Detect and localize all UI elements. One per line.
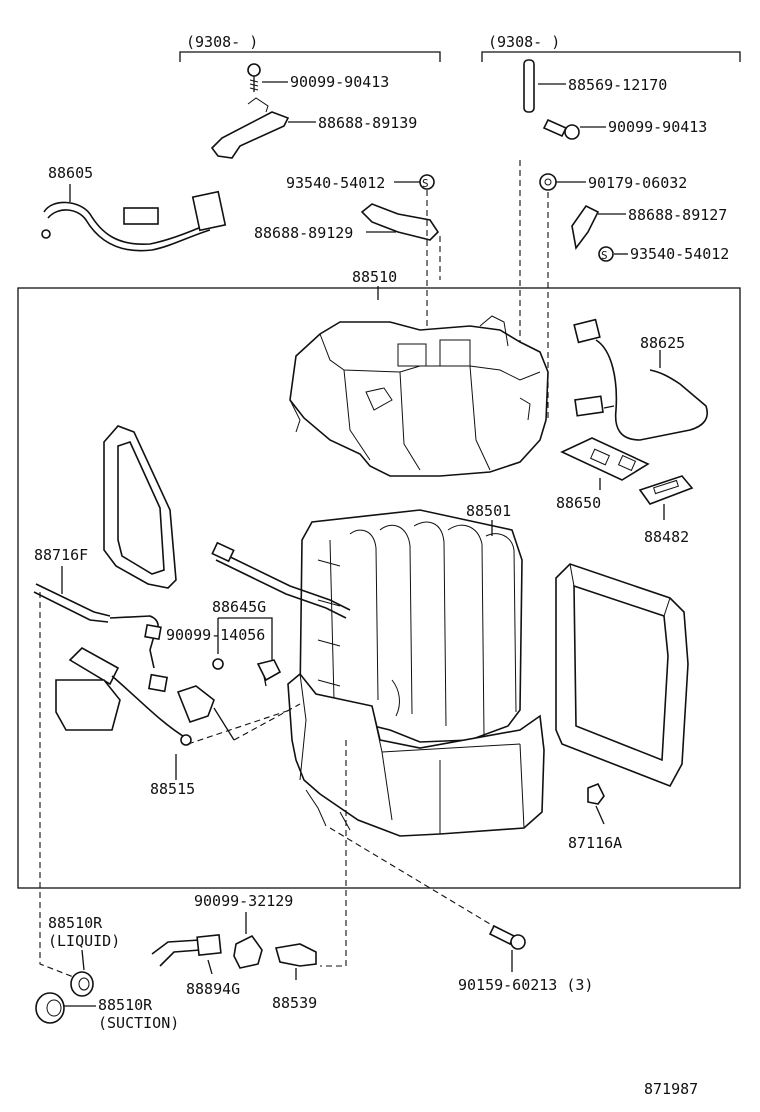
evaporator-88501: 88501 [299,502,523,743]
label-88510R-liquid: 88510R [48,914,103,932]
label-87116A: 87116A [568,834,622,852]
part-88482: 88482 [638,475,694,546]
label-90159-60213: 90159-60213 (3) [458,976,593,994]
label-93540-54012-right: 93540-54012 [630,245,729,263]
screw-90099-90413-right: 90099-90413 [542,118,707,140]
label-liquid: (LIQUID) [48,932,120,950]
label-88510R-suction: 88510R [98,996,153,1014]
harness-88625: 88625 [573,318,708,441]
label-88716F: 88716F [34,546,88,564]
drawing-number: 871987 [644,1080,698,1098]
range-label-right: (9308- ) [488,33,560,51]
label-88501: 88501 [466,502,511,520]
label-88569-12170: 88569-12170 [568,76,667,94]
label-88688-89127: 88688-89127 [628,206,727,224]
nut-90179-06032: 90179-06032 [539,173,687,192]
label-93540-54012-left: 93540-54012 [286,174,385,192]
screw-90099-90413-left: 90099-90413 [247,63,389,92]
lower-case [287,672,545,837]
label-88515: 88515 [150,780,195,798]
label-88650: 88650 [556,494,601,512]
s-mark-right: S [601,249,608,262]
label-88539: 88539 [272,994,317,1012]
tube-88716F: 88716F [33,546,169,693]
label-88688-89129: 88688-89129 [254,224,353,242]
range-bracket-right: (9308- ) [481,33,741,62]
s-mark-left: S [422,177,429,190]
label-88688-89139: 88688-89139 [318,114,417,132]
bracket-88688-89129: 88688-89129 [254,203,440,242]
label-90099-32129: 90099-32129 [194,892,293,910]
label-88510: 88510 [352,268,397,286]
pipe-88894G: 88894G [151,934,240,998]
range-label-left: (9308- ) [186,33,258,51]
label-90099-90413-right: 90099-90413 [608,118,707,136]
upper-case [289,315,549,477]
tube-center [211,541,351,619]
pipe-88539: 88539 [272,943,317,1012]
label-88894G: 88894G [186,980,240,998]
label-suction: (SUCTION) [98,1014,179,1032]
label-88625: 88625 [640,334,685,352]
clip-87116A: 87116A [568,782,622,852]
label-88645G: 88645G [212,598,266,616]
part-90099-32129: 90099-32129 [194,892,293,969]
label-88605: 88605 [48,164,93,182]
label-90099-14056: 90099-14056 [166,626,265,644]
thermistor-88515: 88515 [55,647,235,798]
label-88482: 88482 [644,528,689,546]
bracket-88688-89139: 88688-89139 [210,97,417,159]
clip-93540-54012-right: S 93540-54012 [598,245,729,263]
group-88645G: 88645G 90099-14056 [166,598,282,687]
board-88650: 88650 [556,437,650,512]
grommet-88510R-suction: 88510R (SUCTION) [35,992,179,1032]
seal-frame [555,563,689,788]
clip-93540-54012-left: 93540-54012 S [286,174,435,192]
bracket-88688-89127: 88688-89127 [571,204,727,250]
label-90179-06032: 90179-06032 [588,174,687,192]
harness-88605: 88605 [41,164,227,252]
screw-90159-60213: 90159-60213 (3) [458,924,593,994]
range-bracket-left: (9308- ) [179,33,441,62]
grommet-88510R-liquid: 88510R (LIQUID) [48,914,120,997]
rod-88569-12170: 88569-12170 [523,59,667,113]
assembly-frame [17,287,741,889]
label-90099-90413-left: 90099-90413 [290,73,389,91]
tube-loop [103,425,177,589]
